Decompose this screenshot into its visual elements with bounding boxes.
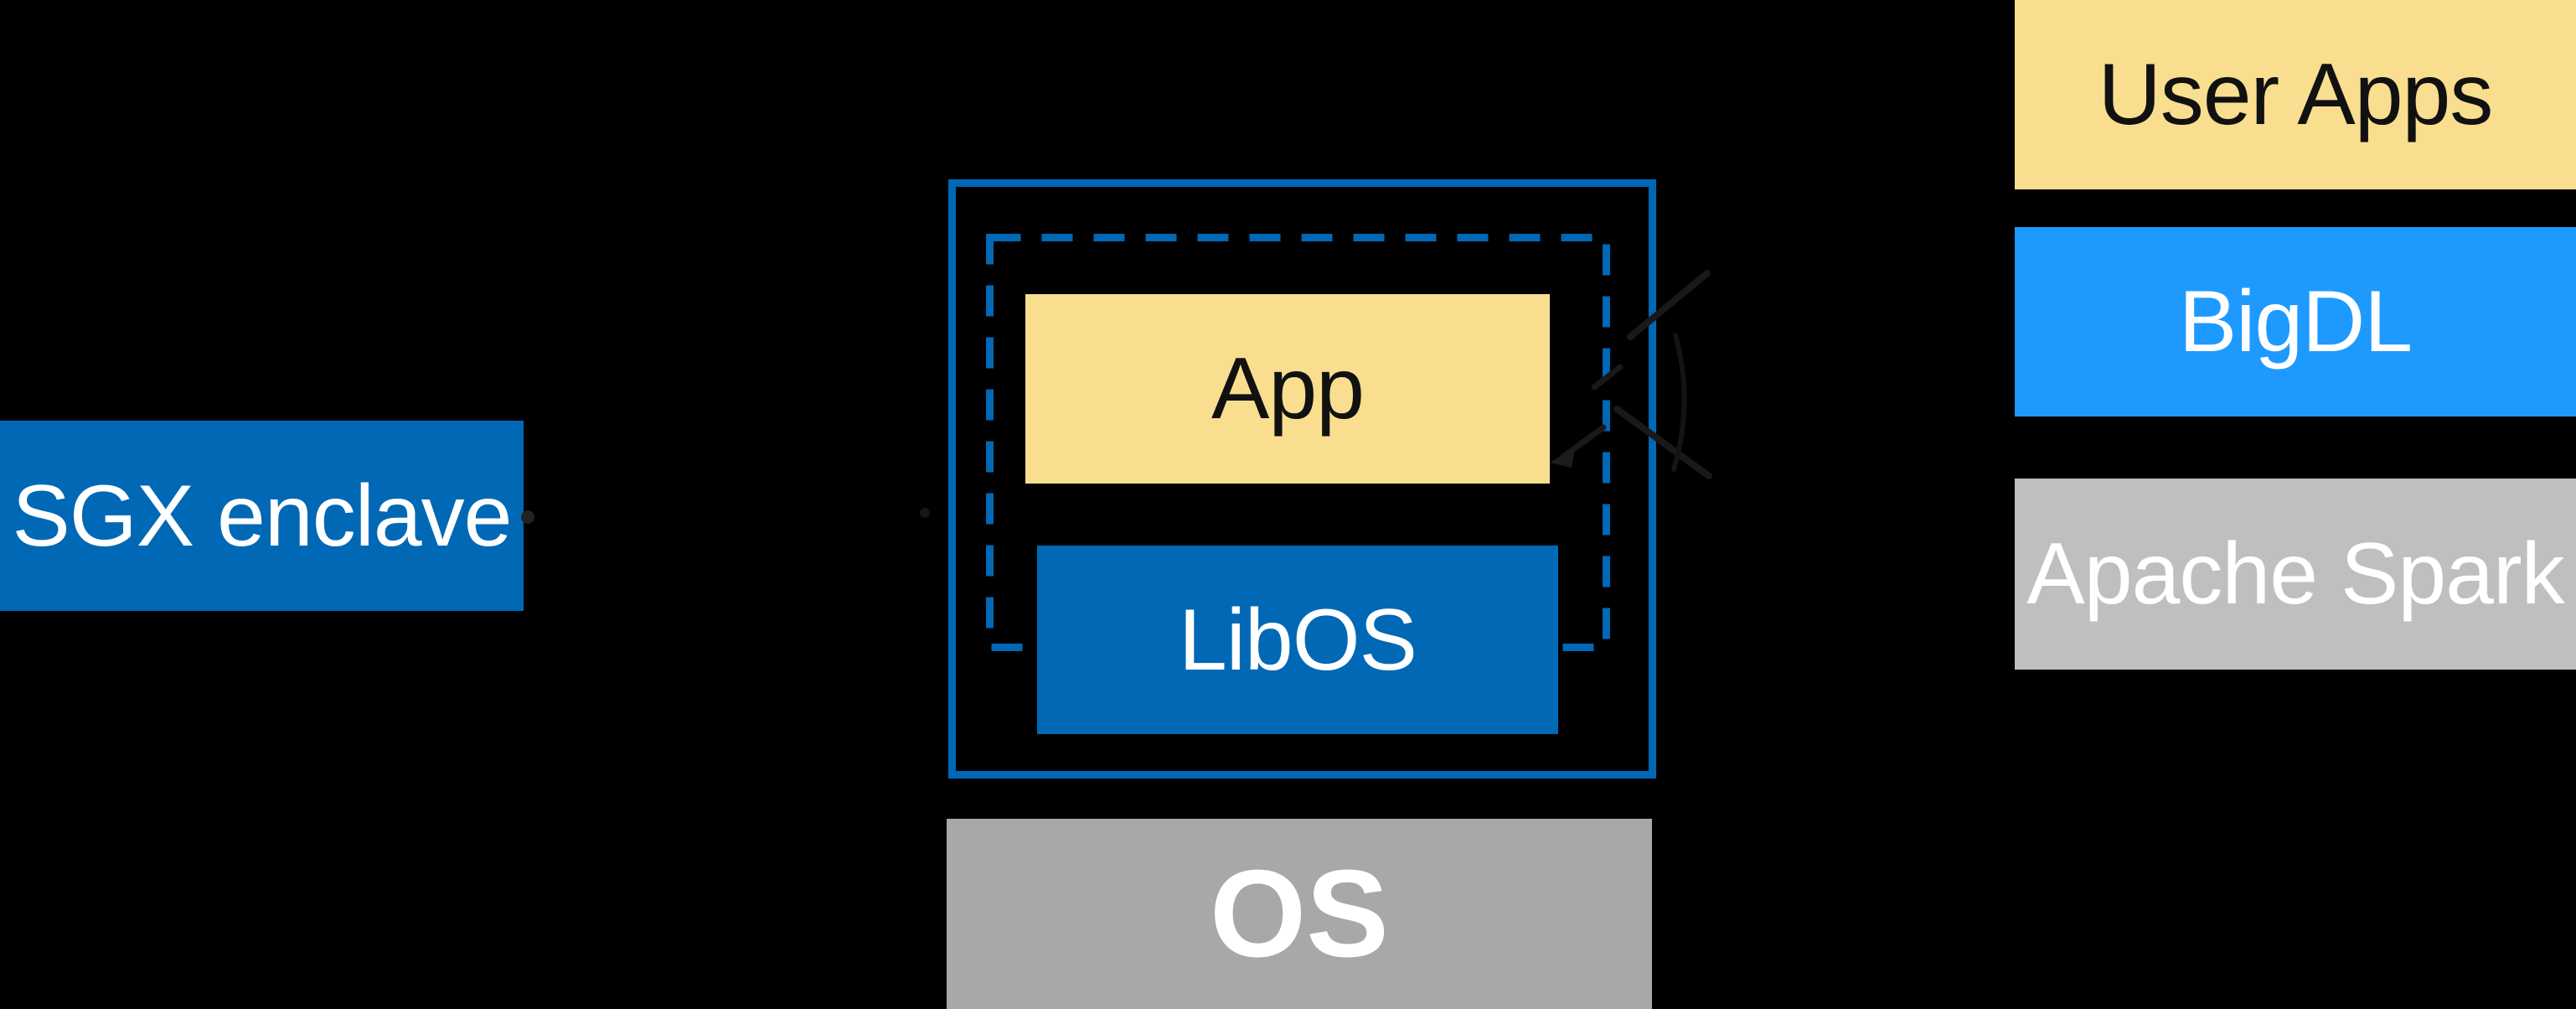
user-apps-label: User Apps <box>2098 46 2494 143</box>
enclave-outline-box <box>948 179 1656 779</box>
app-box: App <box>1025 294 1550 484</box>
callout-arrowhead-icon <box>1550 448 1575 468</box>
leader-dot-icon <box>521 510 534 524</box>
os-box: OS <box>947 819 1652 1009</box>
leader-dot-faint-icon <box>920 508 930 518</box>
user-apps-box: User Apps <box>2015 0 2576 189</box>
sgx-enclave-label: SGX enclave <box>12 467 513 565</box>
apache-spark-label: Apache Spark <box>2026 525 2564 623</box>
os-label: OS <box>1210 844 1389 983</box>
callout-stroke-mid <box>1591 364 1624 391</box>
callout-arc <box>1671 333 1687 472</box>
libos-label: LibOS <box>1178 591 1417 689</box>
callout-stroke-lower <box>1613 406 1712 479</box>
apache-spark-box: Apache Spark <box>2015 479 2576 670</box>
libos-box: LibOS <box>1037 546 1558 734</box>
bigdl-label: BigDL <box>2178 273 2413 370</box>
app-label: App <box>1211 340 1365 437</box>
callout-stroke-upper <box>1627 270 1711 340</box>
dashed-rect <box>986 234 1610 651</box>
sgx-enclave-box: SGX enclave <box>0 421 524 611</box>
bigdl-box: BigDL <box>2015 227 2576 417</box>
